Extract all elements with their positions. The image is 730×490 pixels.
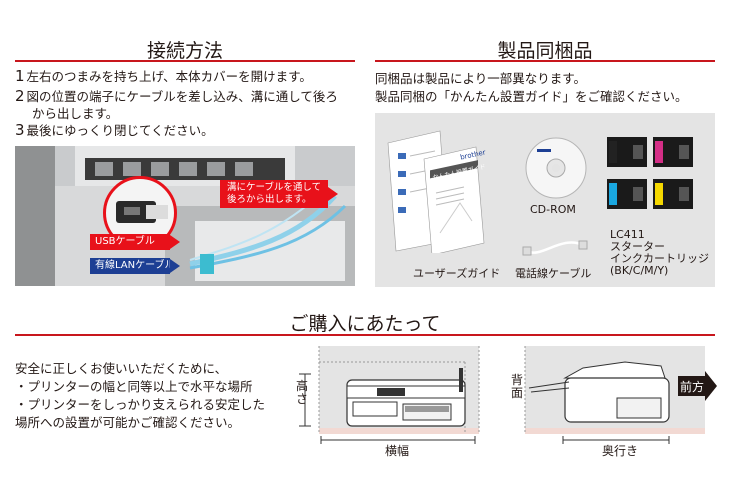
step-2-text: 図の位置の端子にケーブルを差し込み、溝に通して後ろ [26, 89, 338, 104]
side-view-diagram [524, 346, 705, 444]
front-label: 前方 [680, 380, 705, 394]
front-arrow-head [705, 371, 717, 401]
step-3-text: 最後にゆっくり閉じてください。 [26, 123, 214, 138]
contents-panel: brother かんたん設置ガイド ユーザーズガイド CD-ROM 電話線ケーブ… [375, 113, 715, 287]
step-1-number: 1 [15, 67, 25, 85]
contents-title: 製品同梱品 [497, 40, 593, 62]
purchase-line-2: ・プリンターの幅と同等以上で水平な場所 [15, 379, 253, 394]
purchase-line-1: 安全に正しくお使いいただくために、 [15, 361, 228, 376]
purchase-title-rule [15, 334, 715, 336]
usb-cable-label: USBケーブル [95, 236, 155, 247]
contents-title-rule [375, 60, 715, 62]
lan-cable-label: 有線LANケーブル [95, 260, 175, 271]
usb-port-icon [116, 201, 168, 223]
booklet-illustration [387, 130, 485, 253]
cd-rom-icon [525, 137, 587, 199]
connection-title: 接続方法 [146, 40, 223, 62]
printer-interior-illustration [15, 146, 355, 286]
contents-intro-2: 製品同梱の「かんたん設置ガイド」をご確認ください。 [375, 89, 688, 104]
front-arrow-body [678, 376, 706, 396]
purchase-line-3: ・プリンターをしっかり支えられる安定した [15, 397, 266, 412]
step-1-text: 左右のつまみを持ち上げ、本体カバーを開けます。 [26, 69, 312, 84]
usb-arrow [170, 235, 180, 249]
purchase-line-4: 場所への設置が可能かご確認ください。 [15, 415, 241, 430]
ink-cartridge-label: LC411 スターター インクカートリッジ (BK/C/M/Y) [610, 228, 709, 277]
cd-rom-label: CD-ROM [530, 203, 576, 216]
usb-cable-tag [90, 234, 170, 250]
height-label: 高さ [296, 379, 309, 406]
step-3-number: 3 [15, 121, 25, 139]
callout-arrow [328, 187, 338, 201]
callout-text: 溝にケーブルを通して 後ろから出します。 [227, 182, 322, 205]
printer-interior-photo: 溝にケーブルを通して 後ろから出します。 USBケーブル 有線LANケーブル [15, 146, 355, 286]
front-view-diagram [299, 346, 480, 444]
phone-cable-icon [522, 240, 588, 256]
side-printer [528, 361, 670, 423]
purchase-title: ご購入にあたって [289, 313, 441, 335]
lan-arrow [170, 259, 180, 273]
depth-label: 奥行き [602, 444, 639, 458]
connection-title-rule [15, 60, 355, 62]
front-printer [346, 368, 466, 427]
user-guide-label: ユーザーズガイド [413, 267, 501, 280]
back-label: 背面 [511, 373, 524, 400]
lan-cable-tag [90, 258, 170, 274]
phone-cable-label: 電話線ケーブル [515, 267, 592, 280]
contents-intro-1: 同梱品は製品により一部異なります。 [375, 71, 587, 86]
callout-box [220, 180, 328, 208]
ink-cartridges-icon [607, 137, 693, 209]
step-2-number: 2 [15, 87, 25, 105]
width-label: 横幅 [385, 444, 410, 458]
step-2-continued: から出します。 [32, 106, 119, 121]
